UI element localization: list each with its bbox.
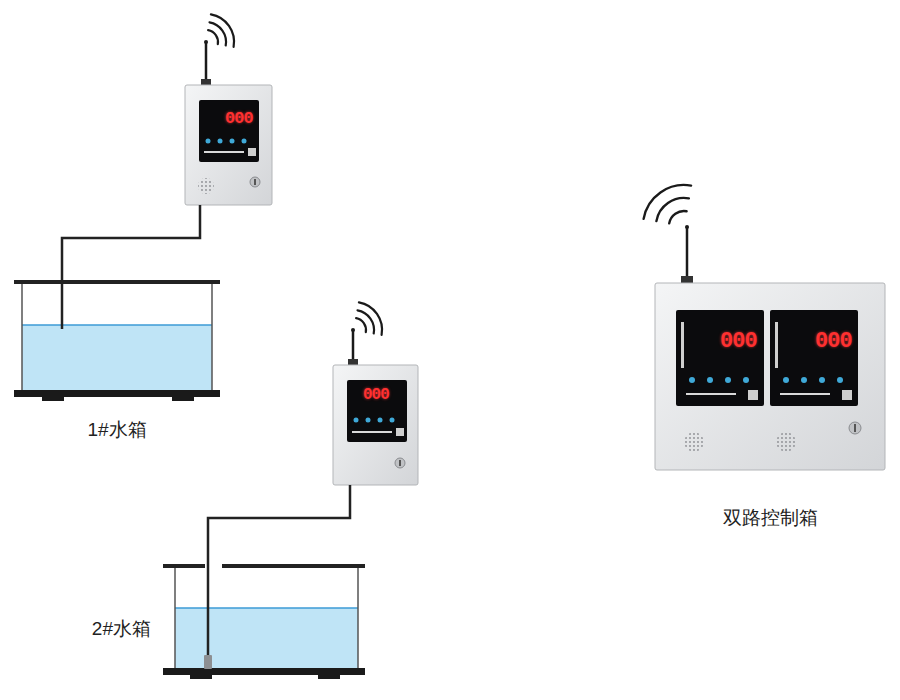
device-caption: 1#水箱 — [14, 419, 220, 442]
display-reading: 000 — [363, 387, 389, 403]
sensor-controller: 000 — [185, 85, 272, 205]
display-reading: 000 — [225, 110, 253, 127]
water-tank-2 — [163, 564, 365, 679]
display-reading: 000 — [720, 331, 757, 353]
control-box: 000000双路控制箱 — [655, 283, 885, 470]
device-caption: 双路控制箱 — [655, 507, 885, 530]
sensor-controller-1 — [185, 14, 272, 205]
sensor-controller-2 — [333, 302, 418, 485]
display-reading: 000 — [815, 331, 852, 353]
sensor-controller: 000 — [333, 365, 418, 485]
water-tank: 2#水箱 — [163, 566, 365, 680]
signal-cable — [62, 205, 200, 282]
device-caption: 2#水箱 — [92, 618, 151, 641]
dual-control-box — [644, 185, 885, 470]
water-tank: 1#水箱 — [14, 282, 220, 398]
signal-cable — [208, 485, 350, 566]
water-tank-1 — [14, 280, 220, 401]
